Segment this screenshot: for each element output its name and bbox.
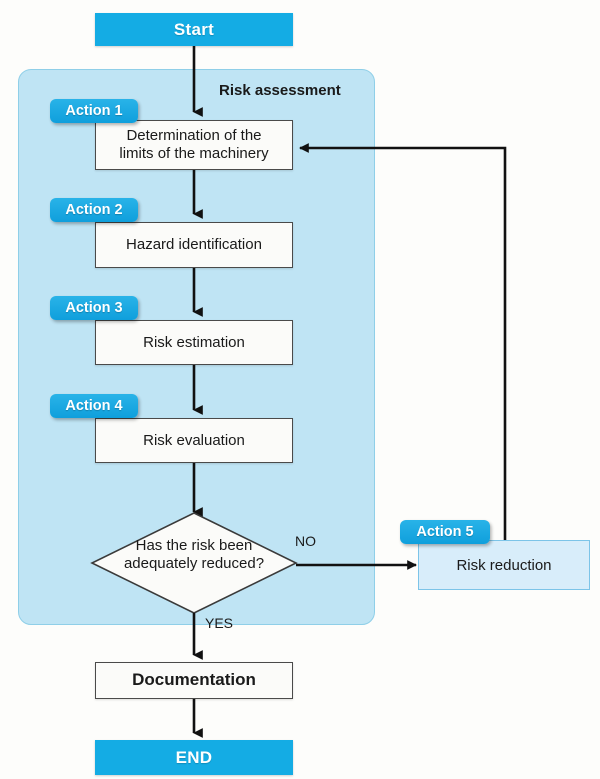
badge-action3[interactable]: Action 3 <box>50 296 138 320</box>
node-start[interactable]: Start <box>95 13 293 46</box>
node-action2-box[interactable]: Hazard identification <box>95 222 293 268</box>
badge-action2[interactable]: Action 2 <box>50 198 138 222</box>
branch-label-no: NO <box>295 533 316 549</box>
node-action1-line2: limits of the machinery <box>119 145 269 162</box>
node-action1-line1: Determination of the <box>126 127 262 145</box>
node-action1-box[interactable]: Determination of the limits of the machi… <box>95 120 293 170</box>
node-documentation[interactable]: Documentation <box>95 662 293 699</box>
node-action5-box[interactable]: Risk reduction <box>418 540 590 590</box>
node-end[interactable]: END <box>95 740 293 775</box>
branch-label-yes: YES <box>205 615 234 631</box>
risk-assessment-group-title: Risk assessment <box>219 82 341 99</box>
node-decision-line2: adequately reduced? <box>123 555 265 572</box>
node-decision-line1: Has the risk been <box>135 537 253 554</box>
badge-action4[interactable]: Action 4 <box>50 394 138 418</box>
node-decision-label: Has the risk been adequately reduced? <box>94 537 294 573</box>
node-action4-box[interactable]: Risk evaluation <box>95 418 293 463</box>
connector-action5-feedback-to-action1 <box>298 143 507 540</box>
badge-action1[interactable]: Action 1 <box>50 99 138 123</box>
node-action1-label: Determination of the limits of the machi… <box>119 127 268 162</box>
node-action3-box[interactable]: Risk estimation <box>95 320 293 365</box>
badge-action5[interactable]: Action 5 <box>400 520 490 544</box>
